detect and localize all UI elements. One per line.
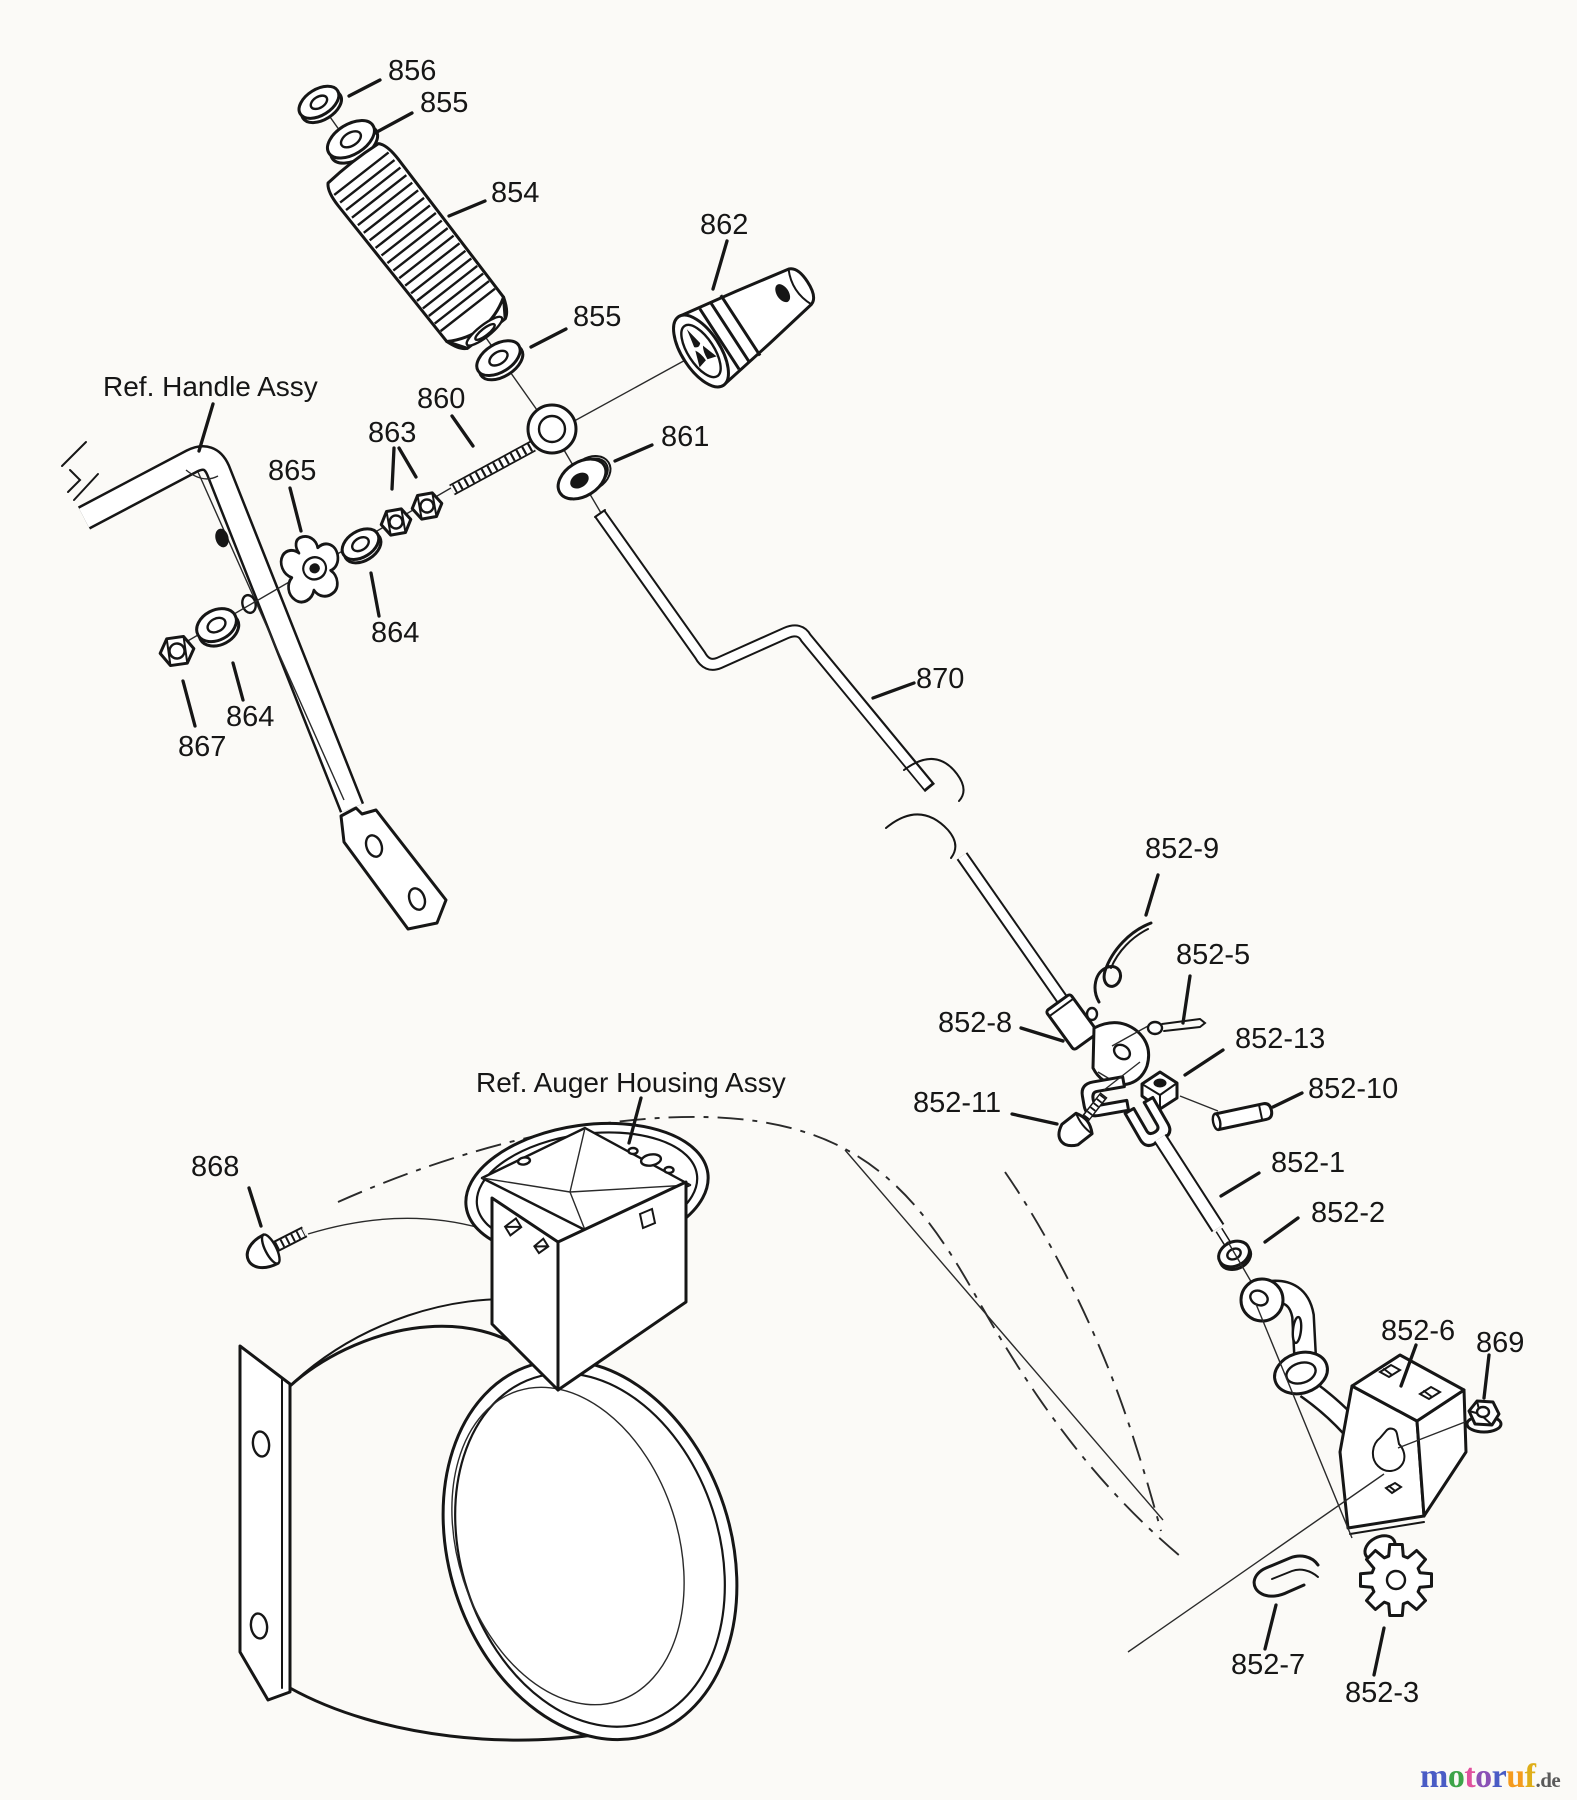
- part-868-carriage-bolt: [245, 1226, 308, 1270]
- part-label-870: 870: [916, 663, 964, 695]
- part-label-852-8: 852-8: [938, 1007, 1012, 1039]
- part-852-2-washer: [1217, 1239, 1253, 1272]
- part-labels: 856 855 854 862 855 Ref. Handle Assy 860…: [103, 55, 1524, 1709]
- bracket-foot: [339, 806, 448, 931]
- part-852-7-clip: [1252, 1554, 1320, 1598]
- part-856-washer: [297, 84, 343, 125]
- part-870-crank-rod: [594, 509, 1070, 1006]
- part-label-864a: 864: [371, 617, 419, 649]
- part-label-852-13: 852-13: [1235, 1023, 1325, 1055]
- alignment-centerlines: [307, 1116, 1181, 1557]
- part-label-852-6: 852-6: [1381, 1315, 1455, 1347]
- part-label-865: 865: [268, 455, 316, 487]
- part-label-869: 869: [1476, 1327, 1524, 1359]
- ref-label-auger-housing: Ref. Auger Housing Assy: [476, 1067, 786, 1098]
- auger-housing-chute-base: [238, 1121, 739, 1742]
- part-865-knob: [279, 535, 340, 604]
- part-label-852-1: 852-1: [1271, 1147, 1345, 1179]
- part-label-852-2: 852-2: [1311, 1197, 1385, 1229]
- part-863-nut-a: [379, 507, 413, 537]
- part-label-852-7: 852-7: [1231, 1649, 1305, 1681]
- part-852-10-pin: [1211, 1102, 1274, 1132]
- part-label-860: 860: [417, 383, 465, 415]
- part-label-868: 868: [191, 1151, 239, 1183]
- axis-869: [1397, 1421, 1466, 1449]
- part-867-nut: [158, 634, 196, 668]
- part-label-852-10: 852-10: [1308, 1073, 1398, 1105]
- axis-852-5: [1111, 1025, 1149, 1047]
- part-label-852-5: 852-5: [1176, 939, 1250, 971]
- wm-letter: u: [1506, 1758, 1524, 1795]
- axis-gear: [1255, 1303, 1353, 1539]
- leader-lines: [181, 78, 1491, 1677]
- part-852-1-clevis: [1123, 1095, 1172, 1147]
- axis-clip: [1127, 1473, 1385, 1653]
- part-label-867: 867: [178, 731, 226, 763]
- part-864-washer-left: [195, 607, 241, 648]
- motoruf-watermark: motoruf.de: [1420, 1758, 1560, 1795]
- wm-letter: m: [1420, 1758, 1448, 1795]
- part-852-3-gear: [1359, 1534, 1433, 1617]
- part-862-crank-socket: [672, 267, 816, 389]
- part-label-852-3: 852-3: [1345, 1677, 1419, 1709]
- part-852-6-bracket: [1338, 1353, 1468, 1535]
- wm-letter: o: [1448, 1758, 1465, 1795]
- axis-852-11: [1103, 1061, 1141, 1091]
- chute-neck: [490, 1180, 688, 1392]
- axis-852-10: [1179, 1095, 1219, 1112]
- wm-letter: f: [1525, 1758, 1537, 1795]
- wm-letter: r: [1492, 1758, 1507, 1795]
- part-label-864b: 864: [226, 701, 274, 733]
- part-label-854: 854: [491, 177, 539, 209]
- part-855-washer-mid: [475, 339, 525, 382]
- part-label-856: 856: [388, 55, 436, 87]
- part-label-861: 861: [661, 421, 709, 453]
- part-864-washer-right: [340, 527, 383, 565]
- wm-tld: .de: [1536, 1768, 1561, 1792]
- part-label-863: 863: [368, 417, 416, 449]
- part-863-nut-b: [410, 491, 444, 521]
- part-869-nut: [1465, 1399, 1503, 1434]
- ref-label-handle-assy: Ref. Handle Assy: [103, 371, 318, 402]
- part-label-852-9: 852-9: [1145, 833, 1219, 865]
- wm-letter: t: [1464, 1758, 1476, 1795]
- part-861-bushing: [556, 455, 612, 501]
- part-854-grip: [326, 142, 509, 351]
- part-label-855b: 855: [573, 301, 621, 333]
- part-label-852-11: 852-11: [913, 1087, 1001, 1119]
- part-852-8-coupler: [1045, 993, 1151, 1087]
- handle-assy-bracket: [61, 441, 448, 931]
- wm-letter: o: [1475, 1758, 1492, 1795]
- part-852-5-cotter-pin: [1146, 1018, 1207, 1036]
- part-860-eyebolt: [449, 403, 578, 496]
- part-852-9-hairpin-clip: [1093, 921, 1153, 1004]
- part-852-11-bolt: [1057, 1092, 1108, 1148]
- part-label-862: 862: [700, 209, 748, 241]
- part-label-855a: 855: [420, 87, 468, 119]
